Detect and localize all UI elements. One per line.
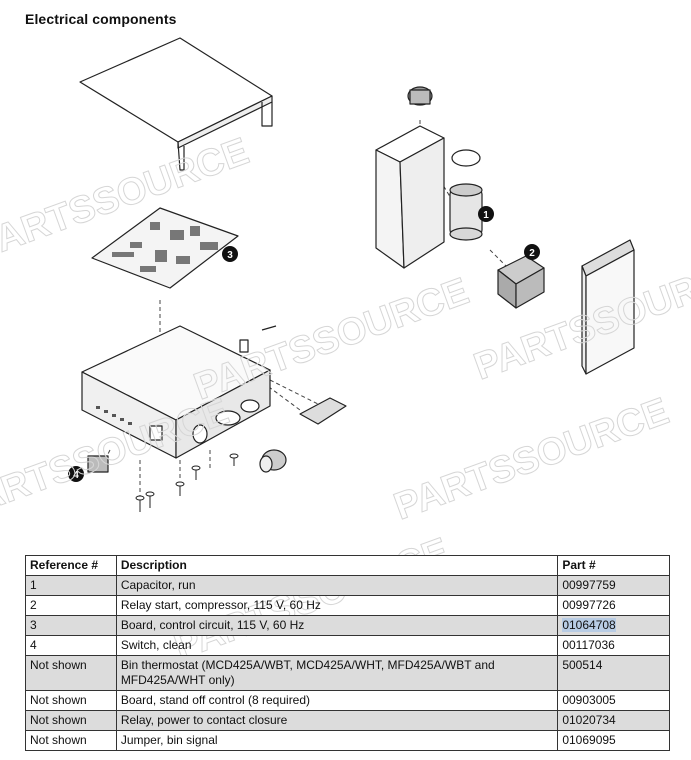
table-row: Not shown Bin thermostat (MCD425A/WBT, M… bbox=[25, 655, 670, 691]
cell-ref: 4 bbox=[25, 635, 117, 656]
capacitor bbox=[449, 149, 483, 241]
highlighted-part-number[interactable]: 01064708 bbox=[562, 618, 616, 632]
cell-desc: Switch, clean bbox=[115, 635, 559, 656]
table-row: 4 Switch, clean 00117036 bbox=[25, 635, 670, 656]
callout-3: 3 bbox=[227, 250, 233, 261]
table-header-row: Reference # Description Part # bbox=[25, 555, 670, 576]
callout-2: 2 bbox=[529, 248, 535, 259]
callout-4: 4 bbox=[73, 470, 79, 481]
column-header-reference: Reference # bbox=[25, 555, 117, 576]
cell-desc: Board, stand off control (8 required) bbox=[115, 690, 559, 711]
capacitor-bracket bbox=[375, 125, 445, 269]
table-row: Not shown Jumper, bin signal 01069095 bbox=[25, 730, 670, 751]
cell-ref: 1 bbox=[25, 575, 117, 596]
table-row: 2 Relay start, compressor, 115 V, 60 Hz … bbox=[25, 595, 670, 616]
terminal-block bbox=[239, 325, 347, 425]
cell-desc: Board, control circuit, 115 V, 60 Hz bbox=[115, 615, 559, 636]
table-row: Not shown Board, stand off control (8 re… bbox=[25, 690, 670, 711]
cell-part[interactable]: 01069095 bbox=[557, 730, 670, 751]
cover-panel bbox=[79, 37, 273, 171]
cell-part[interactable]: 500514 bbox=[557, 655, 670, 691]
cell-part[interactable]: 00997726 bbox=[557, 595, 670, 616]
table-row: 1 Capacitor, run 00997759 bbox=[25, 575, 670, 596]
cell-part[interactable]: 01020734 bbox=[557, 710, 670, 731]
cell-ref: 3 bbox=[25, 615, 117, 636]
knob bbox=[259, 449, 287, 473]
capacitor-cap bbox=[407, 86, 433, 106]
column-header-part: Part # bbox=[557, 555, 670, 576]
cell-ref: Not shown bbox=[25, 730, 117, 751]
column-header-description: Description bbox=[115, 555, 559, 576]
cell-ref: Not shown bbox=[25, 655, 117, 691]
start-relay bbox=[497, 255, 545, 309]
cell-ref: 2 bbox=[25, 595, 117, 616]
cell-ref: Not shown bbox=[25, 690, 117, 711]
clean-switch bbox=[87, 455, 109, 473]
cell-part[interactable]: 00997759 bbox=[557, 575, 670, 596]
screws bbox=[135, 453, 239, 512]
table-row: Not shown Relay, power to contact closur… bbox=[25, 710, 670, 731]
parts-table: Reference # Description Part # 1 Capacit… bbox=[25, 555, 670, 751]
cell-desc: Bin thermostat (MCD425A/WBT, MCD425A/WHT… bbox=[115, 655, 559, 691]
cell-desc: Relay start, compressor, 115 V, 60 Hz bbox=[115, 595, 559, 616]
cell-ref: Not shown bbox=[25, 710, 117, 731]
cell-part[interactable]: 01064708 bbox=[557, 615, 670, 636]
page-title: Electrical components bbox=[25, 11, 177, 27]
exploded-parts-diagram: 1 2 3 4 bbox=[68, 37, 635, 512]
control-box bbox=[81, 325, 271, 459]
cell-desc: Relay, power to contact closure bbox=[115, 710, 559, 731]
control-board bbox=[91, 207, 239, 289]
table-row: 3 Board, control circuit, 115 V, 60 Hz 0… bbox=[25, 615, 670, 636]
side-panel bbox=[581, 239, 635, 375]
cell-part[interactable]: 00903005 bbox=[557, 690, 670, 711]
cell-part[interactable]: 00117036 bbox=[557, 635, 670, 656]
callout-1: 1 bbox=[483, 210, 489, 221]
cell-desc: Jumper, bin signal bbox=[115, 730, 559, 751]
cell-desc: Capacitor, run bbox=[115, 575, 559, 596]
